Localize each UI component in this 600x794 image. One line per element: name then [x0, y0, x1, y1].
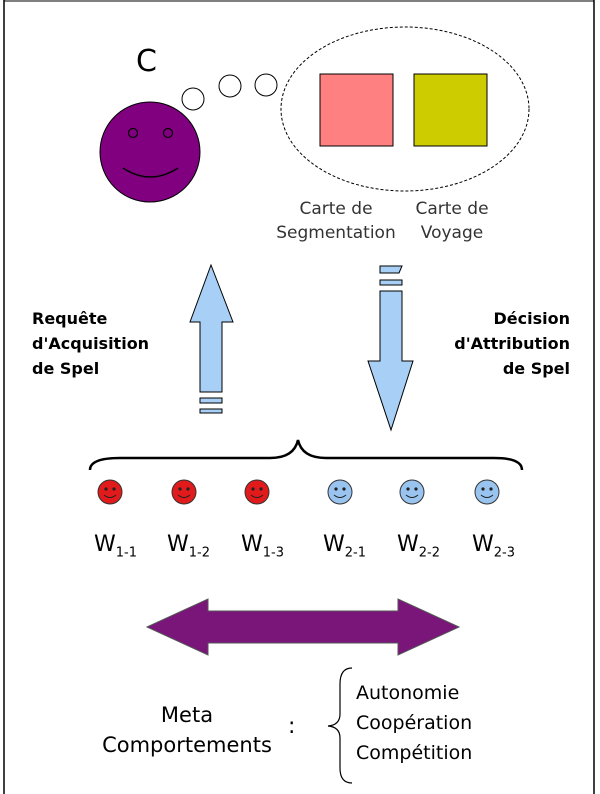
behaviors-list: Autonomie Coopération Compétition: [356, 678, 472, 768]
worker-label-w2-2: W2-2: [397, 532, 440, 560]
behavior-cooperation: Coopération: [356, 712, 473, 734]
travel-map-label-line2: Voyage: [420, 223, 484, 243]
worker-smiley-icon: [327, 479, 353, 505]
decision-arrow-label-line2: d'Attribution: [454, 334, 570, 353]
meta-colon: :: [288, 714, 296, 739]
behavior-competition: Compétition: [356, 742, 473, 764]
meta-behaviors-label-line2: Comportements: [102, 733, 272, 757]
meta-behaviors-label-line1: Meta: [160, 703, 214, 727]
worker-label-base: W: [167, 532, 189, 557]
thought-bubbles: [181, 73, 278, 111]
request-arrow-label-line1: Requête: [32, 309, 108, 328]
decision-arrow-label-line1: Décision: [493, 309, 571, 328]
worker-smiley-icon: [97, 479, 123, 505]
travel-map-label-line1: Carte de: [415, 199, 489, 219]
worker-label-base: W: [397, 532, 419, 557]
worker-label-base: W: [323, 532, 345, 557]
behavior-autonomie: Autonomie: [356, 682, 460, 704]
segmentation-map-label: Carte de Segmentation: [268, 197, 404, 245]
decision-arrow-label: Décision d'Attribution de Spel: [420, 306, 570, 381]
worker-label-sub: 1-2: [188, 545, 210, 561]
worker-smiley-icon: [399, 479, 425, 505]
thought-cloud: [280, 26, 530, 192]
worker-label-base: W: [241, 532, 263, 557]
request-arrow-label: Requête d'Acquisition de Spel: [32, 306, 149, 381]
worker-label-w1-2: W1-2: [167, 532, 210, 560]
worker-label-sub: 2-1: [344, 545, 366, 561]
request-arrow-label-line3: de Spel: [32, 359, 100, 378]
worker-smiley-icon: [171, 479, 197, 505]
decision-arrow-label-line3: de Spel: [502, 359, 570, 378]
worker-label-w1-3: W1-3: [241, 532, 284, 560]
travel-map-label: Carte de Voyage: [402, 197, 502, 245]
segmentation-map-square: [319, 73, 394, 147]
worker-label-w2-3: W2-3: [472, 532, 515, 560]
agent-c-label: C: [136, 44, 157, 79]
segmentation-map-label-line2: Segmentation: [276, 223, 396, 243]
worker-smiley-icon: [474, 479, 500, 505]
decision-down-arrow: [367, 265, 414, 432]
workers-curly-brace: [88, 439, 524, 471]
worker-label-base: W: [472, 532, 494, 557]
meta-curly-brace: [327, 667, 353, 784]
worker-label-sub: 2-2: [418, 545, 440, 561]
worker-label-w1-1: W1-1: [94, 532, 137, 560]
worker-label-sub: 1-3: [262, 545, 284, 561]
worker-label-w2-1: W2-1: [323, 532, 366, 560]
worker-smiley-icon: [244, 479, 270, 505]
worker-label-sub: 1-1: [115, 545, 137, 561]
request-arrow-label-line2: d'Acquisition: [32, 334, 150, 353]
segmentation-map-label-line1: Carte de: [299, 199, 373, 219]
meta-behaviors-label: Meta Comportements: [92, 700, 282, 760]
agent-c-smiley-icon: [99, 101, 201, 203]
request-up-arrow: [189, 263, 234, 414]
workers-row: [97, 479, 500, 505]
meta-double-arrow: [145, 598, 461, 656]
worker-label-base: W: [94, 532, 116, 557]
travel-map-square: [413, 73, 488, 147]
worker-label-sub: 2-3: [493, 545, 515, 561]
